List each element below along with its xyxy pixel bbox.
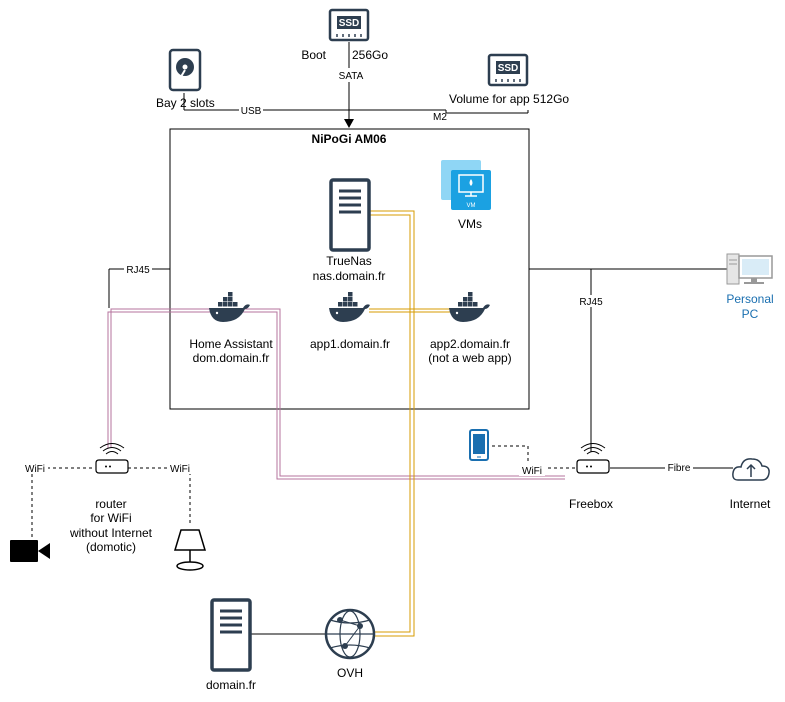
sata-arrow: [344, 119, 354, 128]
volume-ssd-icon: SSD: [487, 53, 529, 87]
truenas-domain: nas.domain.fr: [313, 269, 386, 283]
domain-label: domain.fr: [206, 678, 256, 692]
volume-ssd-text: SSD: [498, 63, 519, 74]
usb-label: USB: [241, 106, 262, 117]
router-icon: [95, 442, 129, 474]
router-line4: (domotic): [86, 540, 136, 554]
internet-cloud-icon: [732, 458, 770, 481]
vm-icon: VM: [441, 160, 491, 210]
internet-label: Internet: [730, 497, 771, 511]
rj45-left-label: RJ45: [126, 265, 150, 276]
wifi-left-label: WiFi: [25, 464, 45, 475]
vms-label: VMs: [458, 217, 482, 231]
freebox-label: Freebox: [569, 497, 613, 511]
app1-domain: app1.domain.fr: [310, 337, 390, 351]
lamp-icon: [173, 529, 207, 571]
vm-badge: VM: [467, 203, 476, 209]
router-line1: router: [95, 497, 126, 511]
home-assistant-name: Home Assistant: [189, 337, 273, 351]
personal-pc-icon: [726, 253, 773, 285]
orange-link: [369, 210, 450, 637]
wifi-right-label: WiFi: [170, 464, 190, 475]
truenas-server-icon: [329, 178, 371, 252]
home-assistant-domain: dom.domain.fr: [193, 351, 270, 365]
sata-label: SATA: [339, 71, 364, 82]
router-line3: without Internet: [69, 526, 153, 540]
ovh-label: OVH: [337, 666, 363, 680]
mobile-phone-icon: [469, 429, 489, 461]
boot-ssd-text: SSD: [339, 18, 360, 29]
hdd-bay-icon: [168, 48, 202, 92]
truenas-name: TrueNas: [326, 254, 372, 268]
app2-domain: app2.domain.fr: [430, 337, 510, 351]
bay-label: Bay 2 slots: [156, 96, 215, 110]
wifi-freebox-label: WiFi: [522, 466, 542, 477]
volume-label: Volume for app 512Go: [449, 92, 569, 106]
personal-pc-line1: Personal: [726, 292, 773, 306]
app2-note: (not a web app): [428, 351, 511, 365]
boot-ssd-icon: SSD: [328, 8, 370, 42]
router-line2: for WiFi: [90, 511, 131, 525]
m2-label: M2: [433, 112, 447, 123]
ovh-globe-icon: [324, 608, 376, 660]
personal-pc-line2: PC: [742, 307, 759, 321]
fibre-label: Fibre: [668, 463, 691, 474]
rj45-right-label: RJ45: [579, 297, 603, 308]
boot-label: Boot: [301, 48, 326, 62]
camera-icon: [10, 540, 50, 562]
freebox-icon: [576, 442, 610, 474]
domain-server-icon: [210, 598, 252, 672]
host-title: NiPoGi AM06: [312, 132, 387, 146]
boot-size-label: 256Go: [352, 48, 388, 62]
